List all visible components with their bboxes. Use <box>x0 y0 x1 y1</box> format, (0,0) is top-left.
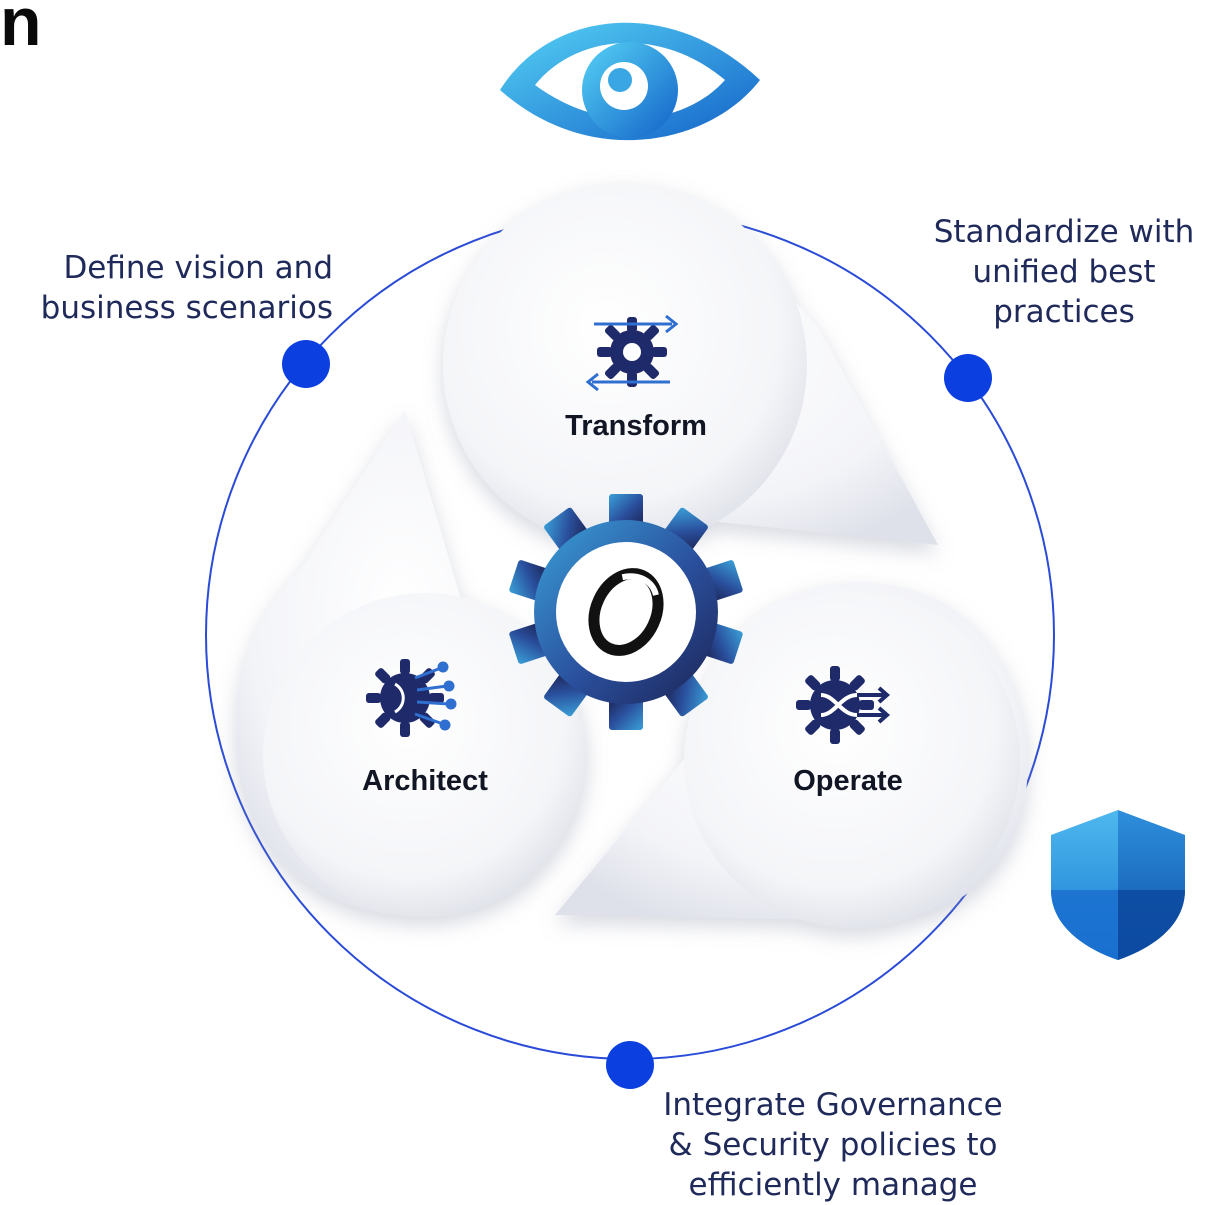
node-label-architect: Architect <box>362 765 488 797</box>
gear-tooth <box>375 668 391 684</box>
gear-shuffle-icon <box>796 666 891 744</box>
title-fragment: n <box>0 0 42 60</box>
label-line: business scenarios <box>40 290 333 326</box>
gear-tooth <box>859 700 874 710</box>
gear-tooth <box>375 712 391 728</box>
gear-tooth <box>805 719 821 735</box>
node-label-operate: Operate <box>793 765 903 797</box>
petal-operate <box>555 582 1028 928</box>
gear-tooth <box>796 700 811 710</box>
gear-arrows-icon <box>585 314 679 392</box>
gear-tooth <box>805 675 821 691</box>
gear-tooth <box>609 494 643 526</box>
gear-tooth <box>366 693 381 703</box>
label-line: practices <box>993 294 1135 330</box>
gear-tooth <box>830 666 840 681</box>
gear-tooth <box>643 363 660 380</box>
gear-logo-icon <box>509 494 743 730</box>
gear-tooth <box>627 372 637 387</box>
gear-tooth <box>429 693 444 703</box>
ring-dot-top-left <box>282 340 330 388</box>
eye-logo-icon <box>500 22 760 141</box>
gear-tooth <box>400 659 410 674</box>
gear-tooth <box>597 347 612 357</box>
gear-tooth <box>849 675 865 691</box>
shield-icon <box>1051 810 1185 960</box>
label-line: Define vision and <box>63 250 333 286</box>
gear-circuit-icon <box>366 659 457 737</box>
label-line: Integrate Governance <box>663 1087 1003 1123</box>
label-line: efficiently manage <box>688 1167 978 1203</box>
ring-dot-top-right <box>944 354 992 402</box>
ring-dot-bottom <box>606 1041 654 1089</box>
label-line: Standardize with <box>933 214 1195 250</box>
gear-tooth <box>400 722 410 737</box>
gear-tooth <box>849 719 865 735</box>
label-integrate-governance: Integrate Governance & Security policies… <box>618 1085 1048 1205</box>
label-line: & Security policies to <box>668 1127 998 1163</box>
gear-tooth <box>609 698 643 730</box>
gear-tooth <box>652 347 667 357</box>
petal-transform <box>443 183 938 550</box>
gear-tooth <box>604 363 621 380</box>
gear-tooth <box>830 729 840 744</box>
gear-tooth <box>643 324 660 341</box>
label-line: unified best <box>972 254 1156 290</box>
label-standardize: Standardize with unified best practices <box>905 212 1223 332</box>
label-define-vision: Define vision and business scenarios <box>0 248 333 328</box>
node-label-transform: Transform <box>565 410 707 442</box>
gear-tooth <box>604 324 621 341</box>
